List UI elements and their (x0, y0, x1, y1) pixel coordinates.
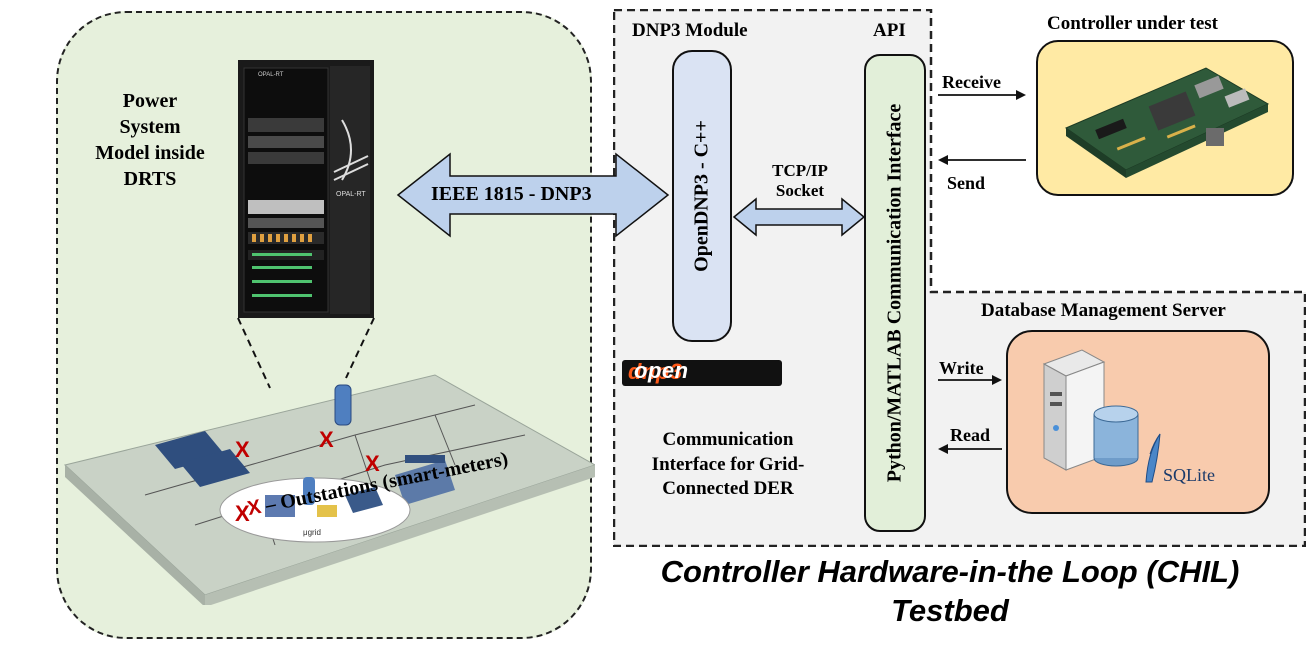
power-system-label: Power System Model inside DRTS (85, 88, 215, 192)
chil-testbed-title: Controller Hardware-in-the Loop (CHIL) T… (610, 553, 1290, 631)
database-server-title: Database Management Server (981, 300, 1226, 321)
tcp-label-line: Socket (775, 181, 825, 201)
outstation-marker: X (365, 451, 380, 476)
power-text-line: Model inside (95, 142, 205, 164)
communication-interface-description: Communication Interface for Grid- Connec… (628, 428, 828, 502)
ugrid-label: μgrid (303, 528, 321, 537)
chil-title-line: Controller Hardware-in-the Loop (CHIL) (660, 554, 1240, 589)
tcp-label-line: TCP/IP (772, 161, 828, 180)
receive-arrow (938, 90, 1026, 100)
ieee-dnp3-label: IEEE 1815 - DNP3 (431, 183, 592, 205)
grid-board-image: μgrid X X X X (63, 374, 595, 605)
database-cylinder-icon (1093, 405, 1139, 467)
outstation-marker: X (319, 427, 334, 452)
send-arrow (938, 155, 1026, 165)
ieee-double-arrow (396, 152, 670, 238)
tcp-ip-socket-label: TCP/IP Socket (745, 161, 855, 202)
power-text-line: System (119, 116, 181, 138)
power-text-line: Power (122, 90, 178, 112)
comm-text-line: Connected DER (662, 478, 794, 500)
opendnp3-module-box (672, 50, 732, 342)
svg-text:OPAL-RT: OPAL-RT (336, 191, 366, 198)
sqlite-feather-icon (1145, 433, 1161, 483)
communication-interface-box (864, 54, 926, 532)
api-title: API (873, 20, 906, 41)
controller-board-image (1064, 67, 1270, 178)
receive-label: Receive (942, 72, 1001, 92)
opendnp3-logo-text-b: dnp3 (628, 359, 683, 384)
testbed-dashed-border (613, 9, 1306, 547)
opal-rt-rack-image: OPAL-RT OPAL-RT (238, 60, 374, 318)
read-arrow (938, 444, 1002, 454)
read-label: Read (950, 425, 990, 445)
comm-text-line: Interface for Grid- (651, 453, 805, 475)
tcp-double-arrow (732, 197, 866, 237)
dnp3-module-title: DNP3 Module (632, 20, 748, 41)
send-label: Send (947, 173, 986, 193)
outstation-marker: X (235, 501, 250, 526)
controller-title: Controller under test (1047, 13, 1218, 34)
chil-title-line: Testbed (891, 592, 1009, 628)
opendnp3-logo-text-a: open (634, 358, 689, 383)
server-icon (1042, 349, 1161, 483)
comm-text-line: Communication (662, 429, 794, 450)
sqlite-logo-text: SQLite (1163, 465, 1215, 485)
outstation-marker: X (235, 437, 250, 462)
power-text-line: DRTS (123, 168, 177, 190)
write-arrow (938, 375, 1002, 385)
rack-brand-text: OPAL-RT (258, 72, 284, 78)
write-label: Write (939, 358, 984, 378)
